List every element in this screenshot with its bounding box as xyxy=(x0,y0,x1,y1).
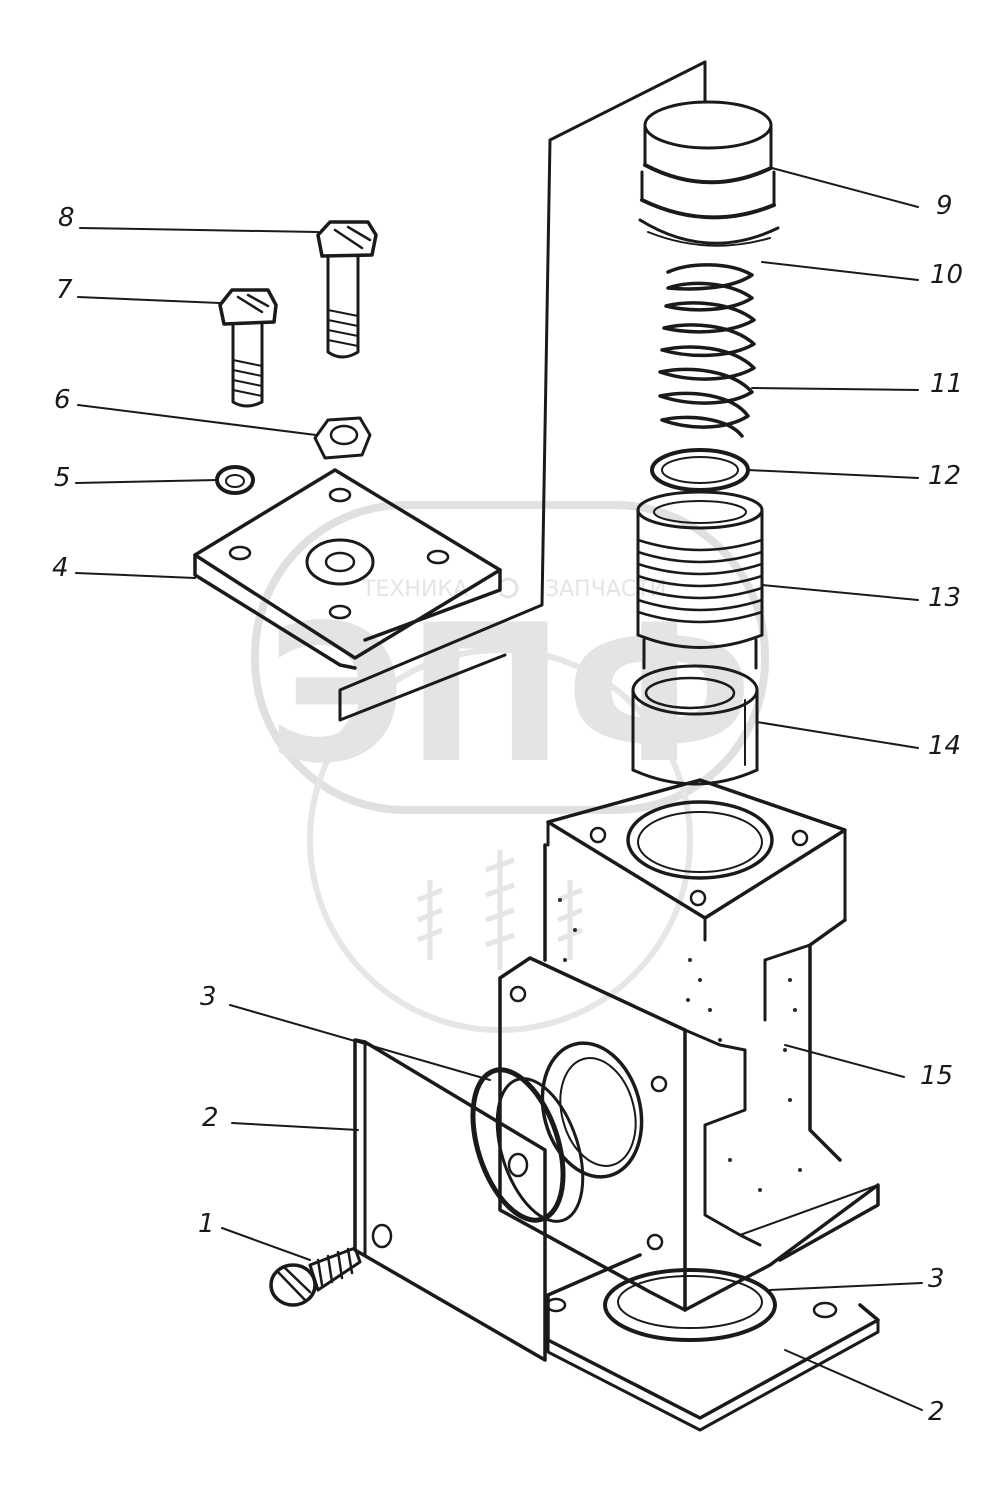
section-plane-line xyxy=(338,60,707,722)
callout-2-lower: 2 xyxy=(928,1397,945,1427)
callout-5: 5 xyxy=(54,463,71,493)
callout-13: 13 xyxy=(928,583,961,613)
callout-3-upper: 3 xyxy=(200,982,217,1012)
callout-8: 8 xyxy=(58,203,75,233)
part-12-ring xyxy=(650,448,750,492)
callout-11: 11 xyxy=(930,369,963,399)
callout-12: 12 xyxy=(928,461,961,491)
part-3-upper-gasket xyxy=(470,1067,585,1223)
callout-9: 9 xyxy=(936,191,953,221)
part-2-cover-plate xyxy=(353,1038,547,1362)
part-14-sleeve xyxy=(631,664,759,786)
callout-1: 1 xyxy=(198,1209,215,1239)
part-8-bolt xyxy=(316,220,378,359)
part-15-housing xyxy=(498,778,880,1312)
part-5-spring-washer xyxy=(215,465,255,495)
callout-2-upper: 2 xyxy=(202,1103,219,1133)
callout-15: 15 xyxy=(920,1061,953,1091)
leader-lines xyxy=(75,167,923,1411)
part-6-nut xyxy=(313,416,372,460)
watermark-left-text: ТЕХНИКА xyxy=(361,577,468,602)
watermark-wheat-icon xyxy=(417,850,583,970)
callout-6: 6 xyxy=(54,385,71,415)
callout-3-lower: 3 xyxy=(928,1264,945,1294)
callout-14: 14 xyxy=(928,731,961,761)
watermark-right-text: ЗАПЧАСТИ xyxy=(545,577,666,602)
part-11-spring xyxy=(658,263,756,438)
part-7-bolt xyxy=(218,288,278,408)
part-9-cap xyxy=(638,100,780,247)
callout-4: 4 xyxy=(52,553,69,583)
part-4-flange-plate xyxy=(193,468,502,670)
part-1-bolt xyxy=(269,1246,362,1307)
callout-10: 10 xyxy=(930,260,963,290)
part-3-lower-gasket xyxy=(603,1268,777,1342)
callout-labels: 8 7 6 5 4 9 10 11 12 13 14 15 3 2 3 2 1 xyxy=(52,191,963,1427)
casting-texture xyxy=(558,898,802,1192)
callout-7: 7 xyxy=(56,275,73,305)
part-13-threaded-bushing xyxy=(636,490,764,670)
part-2-base-plate xyxy=(545,1253,880,1432)
